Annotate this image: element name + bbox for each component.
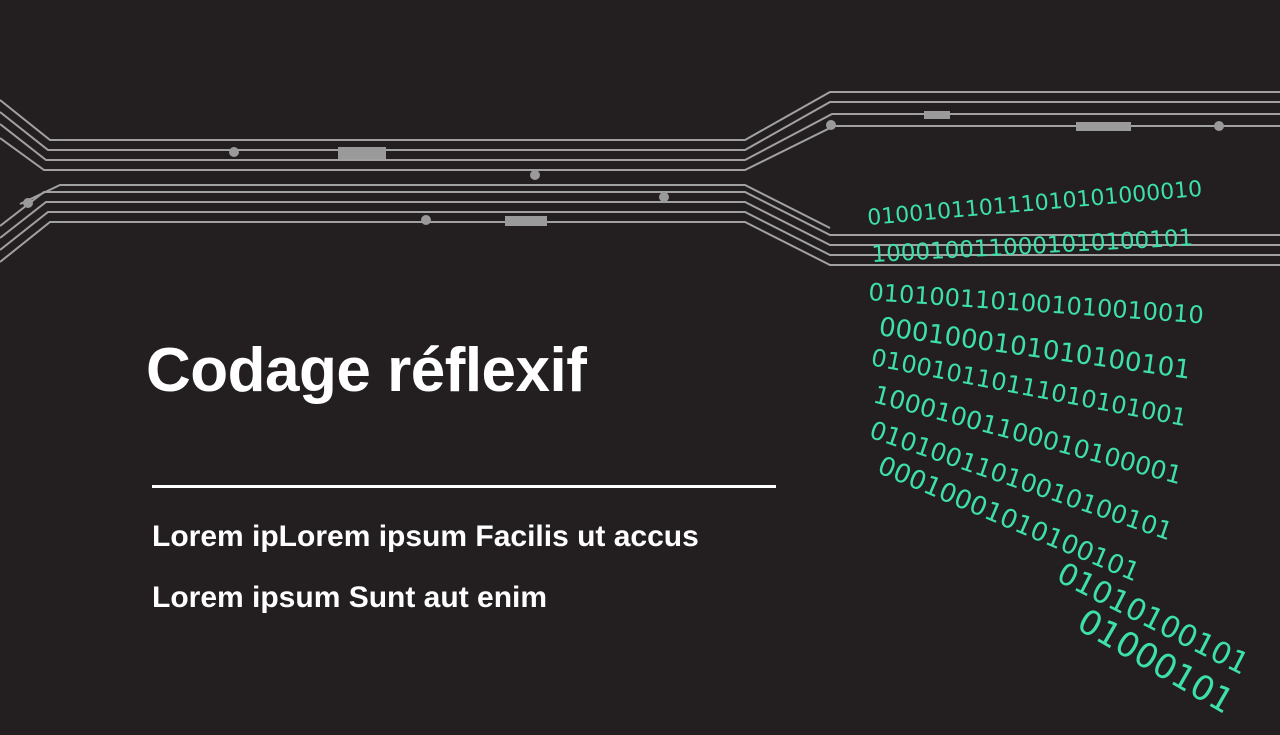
binary-row: 1000100110001010100101: [871, 225, 1194, 268]
subtitle-line: Lorem ipsum Sunt aut enim: [152, 581, 548, 614]
subtitle-line: Lorem ipLorem ipsum Facilis ut accus: [152, 520, 699, 553]
title-divider: [152, 485, 776, 488]
binary-code-graphic: 010010110111010101000010 100010011000101…: [866, 177, 1254, 723]
binary-row: 010010110111010101000010: [866, 177, 1203, 231]
slide-title: Codage réflexif: [146, 336, 587, 405]
